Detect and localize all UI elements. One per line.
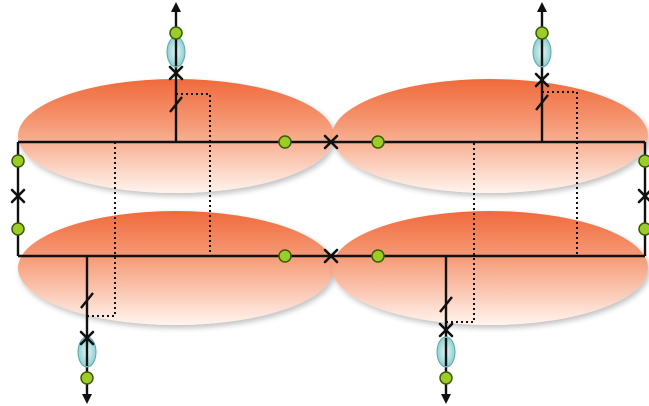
- arrows: [82, 2, 547, 404]
- cross-mark-icon: [168, 65, 184, 81]
- nodes: [11, 26, 649, 385]
- cross-mark-icon: [323, 134, 339, 150]
- green-node-icon: [371, 249, 385, 263]
- lower-left-region: [18, 211, 334, 325]
- green-node-icon: [371, 135, 385, 149]
- cross-mark-icon: [637, 188, 649, 204]
- cross-mark-icon: [79, 330, 95, 346]
- cross-mark-icon: [10, 188, 26, 204]
- green-node-icon: [535, 26, 549, 40]
- arrow-icon: [537, 2, 547, 12]
- arrow-icon: [82, 394, 92, 404]
- slash-marks: [80, 94, 549, 313]
- green-node-icon: [638, 154, 649, 168]
- upper-right-region: [332, 79, 648, 193]
- lenses: [77, 36, 552, 368]
- slash-mark-icon: [535, 94, 549, 111]
- regions-group: [18, 79, 648, 325]
- dotted-lines: [87, 91, 578, 323]
- slash-mark-icon: [439, 296, 453, 313]
- main-lines: [16, 10, 647, 398]
- lower-right-region: [332, 211, 648, 325]
- green-node-icon: [11, 222, 25, 236]
- dotted-path-top-right: [542, 91, 578, 256]
- green-node-icon: [169, 26, 183, 40]
- green-node-icon: [278, 135, 292, 149]
- green-node-icon: [638, 222, 649, 236]
- dotted-path-top-left: [176, 93, 211, 256]
- cross-mark-icon: [534, 72, 550, 88]
- slash-mark-icon: [80, 292, 94, 309]
- green-node-icon: [11, 154, 25, 168]
- cross-marks: [10, 65, 649, 346]
- green-node-icon: [278, 249, 292, 263]
- cross-mark-icon: [438, 322, 454, 338]
- arrow-icon: [171, 2, 181, 12]
- arrow-icon: [441, 394, 451, 404]
- green-node-icon: [80, 371, 94, 385]
- green-node-icon: [439, 371, 453, 385]
- slash-mark-icon: [169, 96, 183, 113]
- cross-mark-icon: [323, 248, 339, 264]
